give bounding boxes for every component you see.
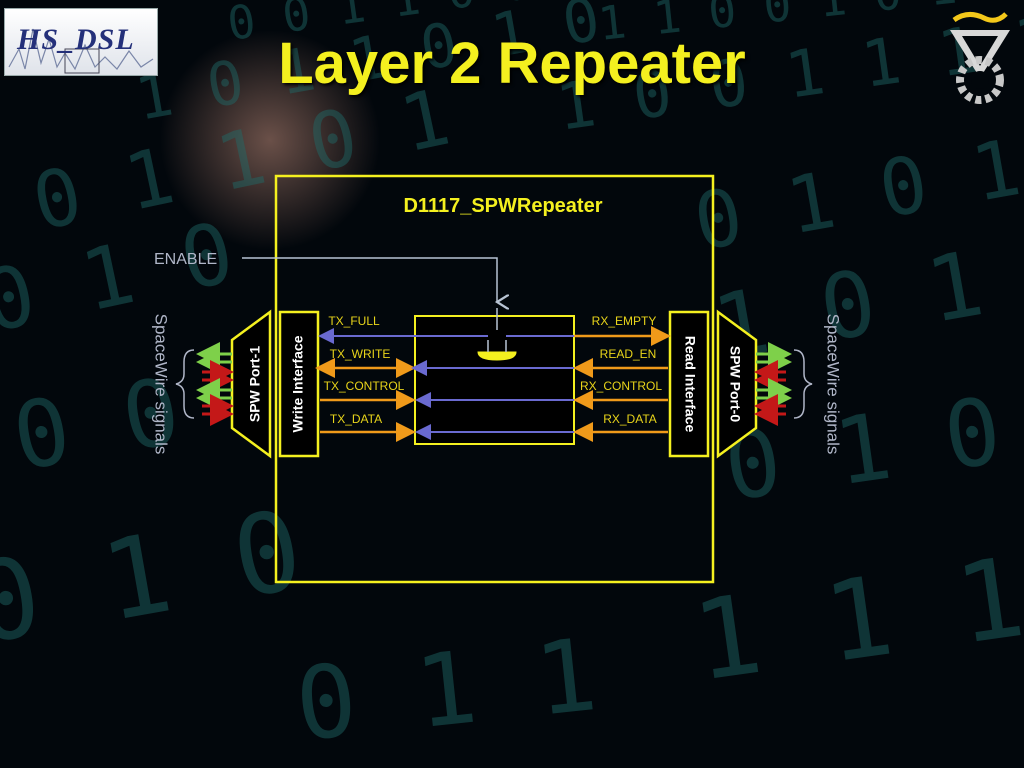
right-spacewire-arrows <box>754 342 792 426</box>
write-interface-block <box>278 310 320 458</box>
tx-control-label: TX_CONTROL <box>324 379 405 393</box>
rx-data-label: RX_DATA <box>603 412 657 426</box>
tx-data-label: TX_DATA <box>330 412 382 426</box>
hs-dsl-logo-text: HS_DSL <box>17 23 135 56</box>
and-gate-icon <box>477 308 517 361</box>
left-signals-label: SpaceWire signals <box>152 314 171 455</box>
rx-empty-label: RX_EMPTY <box>592 314 657 328</box>
module-name: D1117_SPWRepeater <box>403 195 602 217</box>
enable-line <box>242 257 497 302</box>
spw-port-0-block <box>716 309 758 459</box>
fifo-block <box>414 315 575 445</box>
tx-write-label: TX_WRITE <box>330 347 391 361</box>
read-interface-block <box>668 310 710 458</box>
write-interface-label: Write Interface <box>290 335 306 432</box>
tx-full-label: TX_FULL <box>328 314 380 328</box>
left-brace <box>175 349 195 419</box>
spw-port-0-label: SPW Port-0 <box>727 346 743 422</box>
right-brace <box>793 349 813 419</box>
left-spacewire-arrows <box>196 342 234 426</box>
waveform-graphic <box>8 28 154 74</box>
university-emblem-icon <box>950 12 1010 104</box>
rx-control-label: RX_CONTROL <box>580 379 662 393</box>
read-interface-label: Read Interface <box>682 336 698 433</box>
module-frame <box>274 174 715 584</box>
slide-title: Layer 2 Repeater <box>278 31 746 96</box>
hs-dsl-logo: HS_DSL <box>4 8 158 76</box>
spw-port-1-label: SPW Port-1 <box>247 346 263 422</box>
enable-label: ENABLE <box>154 251 217 268</box>
read-en-label: READ_EN <box>600 347 657 361</box>
right-signals-label: SpaceWire signals <box>824 314 843 455</box>
